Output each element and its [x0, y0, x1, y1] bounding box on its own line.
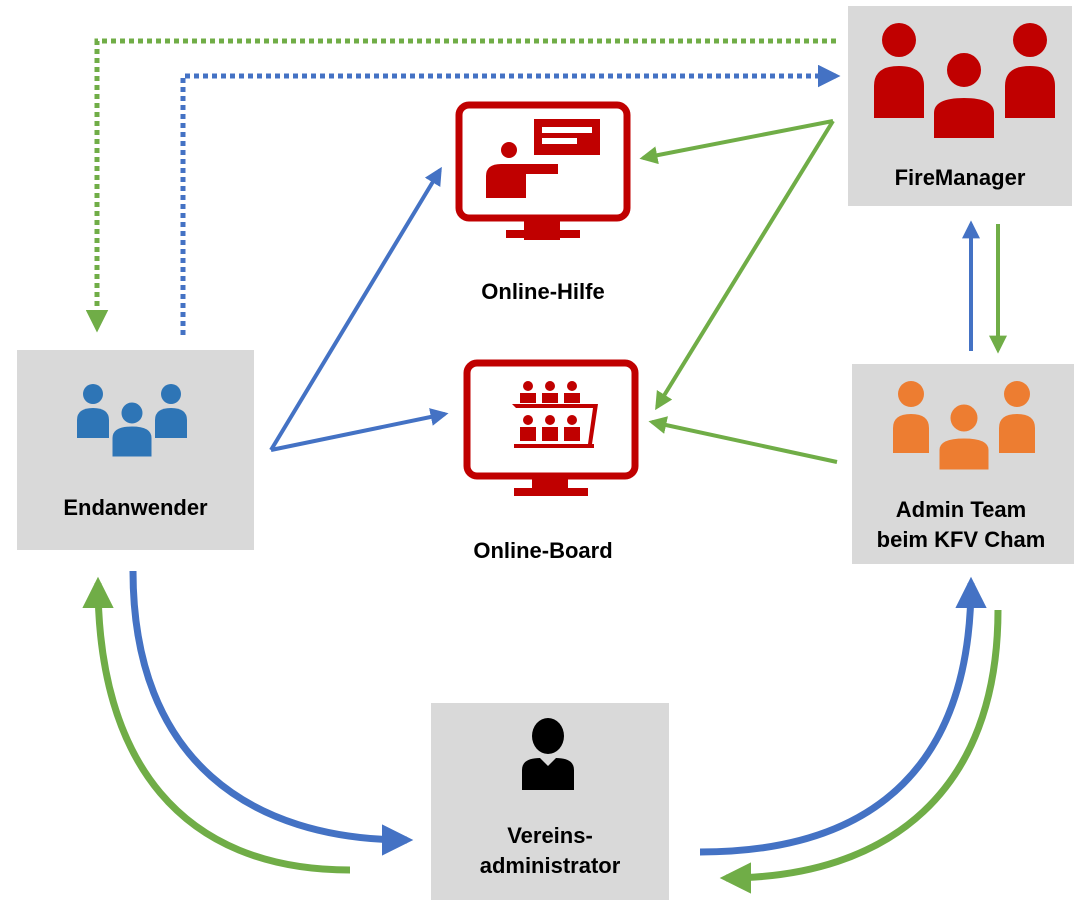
arrow-firemanager-to-hilfe [639, 119, 834, 165]
dotted-blue-arrow [180, 64, 841, 335]
arrow-endanwender-to-hilfe [269, 166, 442, 452]
arrow-admin-to-board [648, 416, 838, 464]
group-icon [874, 23, 1055, 142]
endanwender-label: Endanwender [63, 495, 208, 520]
vereinsadmin-label-line1: Vereins- [507, 823, 593, 848]
monitor-audience-icon [463, 359, 639, 496]
dotted-green-arrow [85, 38, 836, 333]
arrow-vereinsadmin-to-endanwender [82, 576, 351, 874]
firemanager-label: FireManager [894, 165, 1026, 190]
person-icon [522, 718, 574, 790]
arrow-endanwender-to-board [270, 408, 449, 452]
arrow-vereinsadmin-to-admin [699, 576, 987, 856]
monitor-presentation-icon [455, 101, 631, 240]
arrow-endanwender-to-vereinsadmin [129, 570, 414, 856]
admin-team-label-line1: Admin Team [895, 497, 1027, 522]
arrow-firemanager-to-board [655, 119, 835, 411]
group-icon [77, 384, 187, 460]
arrow-admin-to-vereinsadmin [719, 609, 1002, 894]
online-board-label: Online-Board [473, 538, 613, 563]
group-icon [893, 381, 1035, 473]
vereinsadmin-label-line2: administrator [479, 853, 621, 878]
admin-team-label-line2: beim KFV Cham [876, 527, 1046, 552]
online-hilfe-label: Online-Hilfe [481, 279, 605, 304]
